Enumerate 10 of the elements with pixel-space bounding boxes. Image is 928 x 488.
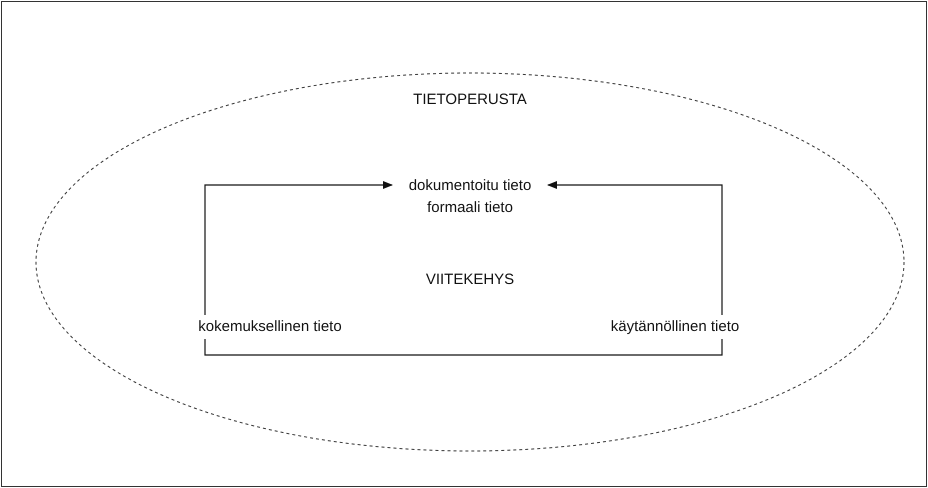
arrow [547,181,723,315]
node-text: TIETOPERUSTA [412,90,528,110]
dashed-ellipse [35,72,905,452]
node-text: formaali tieto [426,198,514,218]
node-text: dokumentoitu tieto [408,176,532,196]
frame-label: VIITEKEHYS [424,270,516,290]
node-text: käytännöllinen tieto [610,317,740,337]
node-text: kokemuksellinen tieto [197,317,343,337]
arrow [204,181,393,315]
connector-line [204,339,723,356]
